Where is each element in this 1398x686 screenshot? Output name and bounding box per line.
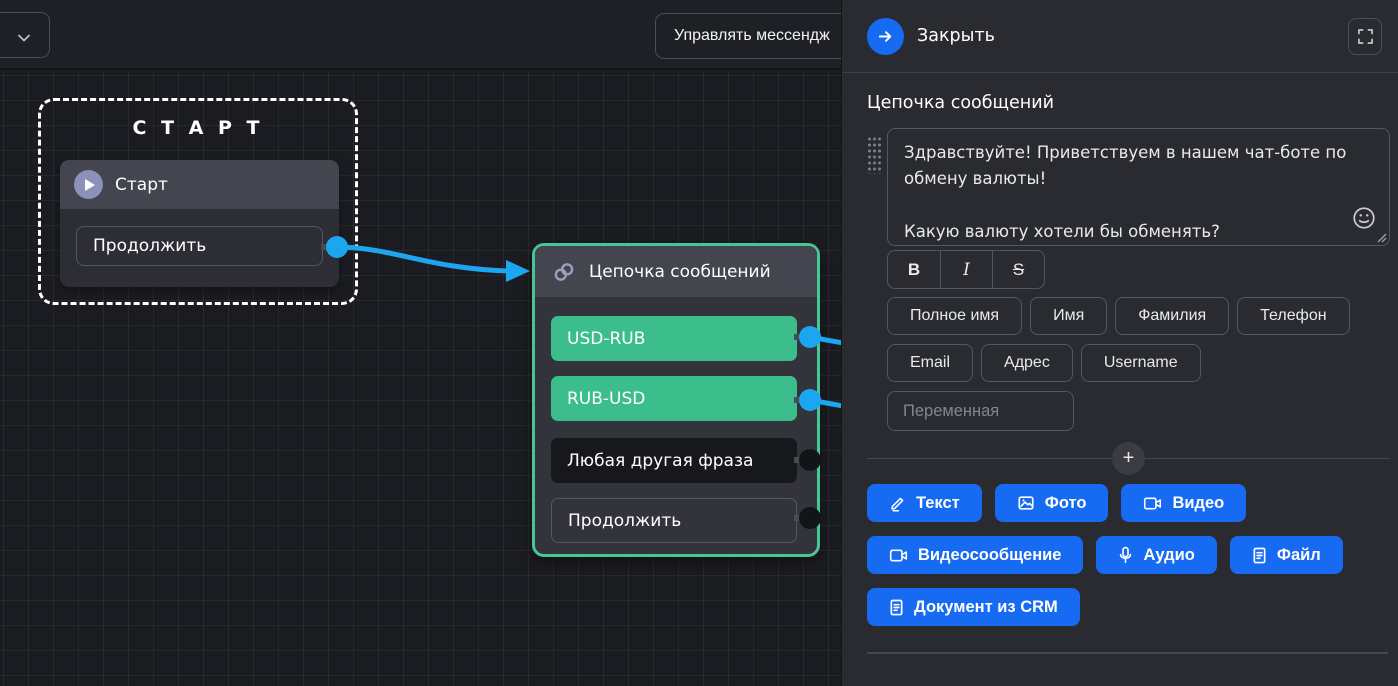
- emoji-picker-button[interactable]: [1351, 205, 1377, 231]
- chain-button-usd-rub[interactable]: USD-RUB: [551, 316, 797, 361]
- variable-input[interactable]: [887, 391, 1074, 431]
- chip-last-name[interactable]: Фамилия: [1115, 297, 1229, 335]
- bot-dropdown-button[interactable]: [0, 12, 50, 58]
- chip-username[interactable]: Username: [1081, 344, 1201, 382]
- chain-node-header: Цепочка сообщений: [535, 246, 817, 297]
- chain-button-any-phrase[interactable]: Любая другая фраза: [551, 438, 797, 483]
- attach-photo-button[interactable]: Фото: [995, 484, 1109, 522]
- chain-link-icon: [551, 259, 577, 285]
- attach-audio-button[interactable]: Аудио: [1096, 536, 1216, 574]
- add-block-button[interactable]: +: [1112, 442, 1145, 475]
- video-message-icon: [889, 547, 908, 564]
- port-any-phrase[interactable]: [799, 449, 821, 471]
- message-chain-node[interactable]: Цепочка сообщений USD-RUB RUB-USD Любая …: [532, 243, 820, 557]
- document-icon: [889, 599, 904, 616]
- photo-icon: [1017, 494, 1035, 512]
- pencil-icon: [889, 495, 906, 512]
- italic-button[interactable]: I: [940, 251, 992, 288]
- fullscreen-icon: [1357, 28, 1374, 45]
- chip-first-name[interactable]: Имя: [1030, 297, 1107, 335]
- drag-handle-icon[interactable]: [867, 136, 881, 174]
- chip-phone[interactable]: Телефон: [1237, 297, 1349, 335]
- variable-chips: Полное имя Имя Фамилия Телефон Email Адр…: [887, 297, 1393, 382]
- port-start-continue[interactable]: [326, 236, 348, 258]
- panel-section-title: Цепочка сообщений: [867, 93, 1390, 113]
- panel-header: Закрыть: [842, 0, 1398, 73]
- play-icon: [74, 170, 103, 199]
- flow-canvas[interactable]: Управлять мессендж С Т А Р Т Старт Продо…: [0, 0, 841, 686]
- close-panel-button[interactable]: [867, 18, 904, 55]
- attach-crm-document-button[interactable]: Документ из CRM: [867, 588, 1080, 626]
- chip-email[interactable]: Email: [887, 344, 973, 382]
- attachment-buttons: Текст Фото Видео: [867, 484, 1391, 626]
- format-toolbar: B I S: [887, 250, 1045, 289]
- message-row: Здравствуйте! Приветствуем в нашем чат-б…: [867, 128, 1390, 246]
- attach-file-button[interactable]: Файл: [1230, 536, 1343, 574]
- chevron-down-icon: [16, 30, 32, 46]
- arrow-right-icon: [876, 27, 895, 46]
- start-group-node[interactable]: С Т А Р Т Старт Продолжить: [38, 98, 358, 305]
- panel-bottom-divider: [867, 652, 1388, 654]
- chip-full-name[interactable]: Полное имя: [887, 297, 1022, 335]
- start-node[interactable]: Старт Продолжить: [60, 160, 339, 287]
- port-chain-continue[interactable]: [799, 507, 821, 529]
- panel-body: Цепочка сообщений Здравствуйте! Приветст…: [842, 73, 1398, 654]
- bold-button[interactable]: B: [888, 251, 940, 288]
- add-block-divider: +: [867, 442, 1390, 474]
- attach-text-button[interactable]: Текст: [867, 484, 982, 522]
- message-text[interactable]: Здравствуйте! Приветствуем в нашем чат-б…: [904, 140, 1349, 246]
- port-rub-usd[interactable]: [799, 389, 821, 411]
- message-textarea[interactable]: Здравствуйте! Приветствуем в нашем чат-б…: [887, 128, 1390, 246]
- video-icon: [1143, 495, 1162, 512]
- attach-video-message-button[interactable]: Видеосообщение: [867, 536, 1083, 574]
- start-group-title: С Т А Р Т: [41, 117, 355, 139]
- file-icon: [1252, 547, 1267, 564]
- attach-video-button[interactable]: Видео: [1121, 484, 1246, 522]
- start-node-header: Старт: [60, 160, 339, 209]
- chain-button-rub-usd[interactable]: RUB-USD: [551, 376, 797, 421]
- close-panel-label[interactable]: Закрыть: [917, 26, 995, 46]
- resize-grip-icon[interactable]: [1376, 232, 1387, 243]
- strikethrough-button[interactable]: S: [992, 251, 1044, 288]
- chain-button-continue[interactable]: Продолжить: [551, 498, 797, 543]
- manage-messenger-button[interactable]: Управлять мессендж: [655, 13, 841, 59]
- node-settings-panel: Закрыть Цепочка сообщений Здравствуйте! …: [841, 0, 1398, 686]
- port-usd-rub[interactable]: [799, 326, 821, 348]
- start-node-label: Старт: [115, 175, 168, 195]
- microphone-icon: [1118, 546, 1133, 564]
- canvas-topbar: Управлять мессендж: [0, 0, 841, 70]
- fullscreen-button[interactable]: [1348, 18, 1382, 55]
- chip-address[interactable]: Адрес: [981, 344, 1073, 382]
- start-continue-button[interactable]: Продолжить: [76, 226, 323, 266]
- smiley-icon: [1351, 205, 1377, 231]
- chain-node-title: Цепочка сообщений: [589, 262, 771, 282]
